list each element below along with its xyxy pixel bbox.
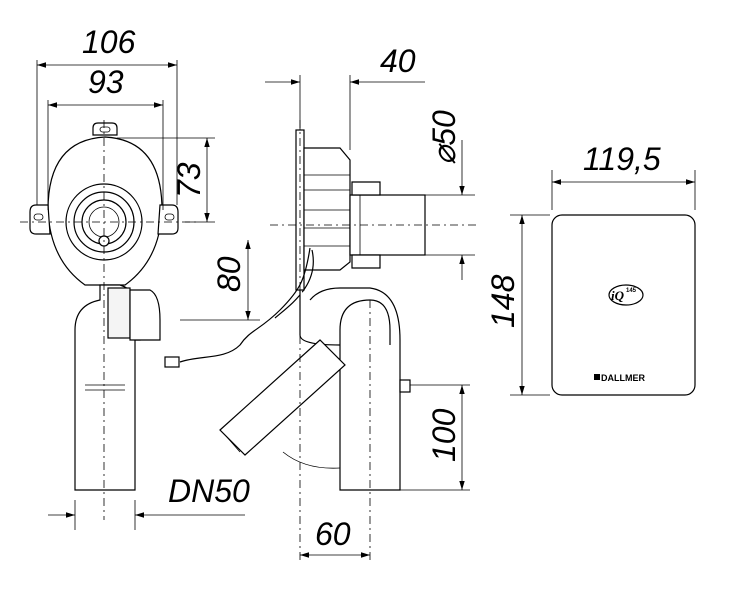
dim-40: 40 — [380, 43, 416, 79]
logo-iq-superscript: 145 — [626, 288, 637, 294]
front-view — [20, 120, 200, 520]
dim-60: 60 — [315, 516, 351, 552]
dim-100: 100 — [426, 408, 462, 462]
dim-106: 106 — [82, 24, 136, 60]
dim-dn50: DN50 — [168, 473, 250, 509]
cover-dimensions: 119,5 148 — [485, 141, 696, 396]
side-dimensions: 40 ⌀50 100 60 — [265, 43, 475, 558]
side-view — [164, 120, 480, 560]
dim-73: 73 — [171, 162, 207, 198]
dim-93: 93 — [88, 64, 124, 100]
dim-148: 148 — [485, 274, 521, 328]
cover-plate: iQ 145 DALLMER — [551, 214, 696, 396]
brand-label: DALLMER — [601, 373, 645, 383]
dim-diameter-50: ⌀50 — [426, 110, 462, 165]
dim-80: 80 — [211, 256, 247, 292]
logo-iq: iQ — [611, 288, 625, 303]
dim-119-5: 119,5 — [583, 141, 661, 177]
front-dimensions: 106 93 73 80 DN50 — [36, 24, 260, 530]
